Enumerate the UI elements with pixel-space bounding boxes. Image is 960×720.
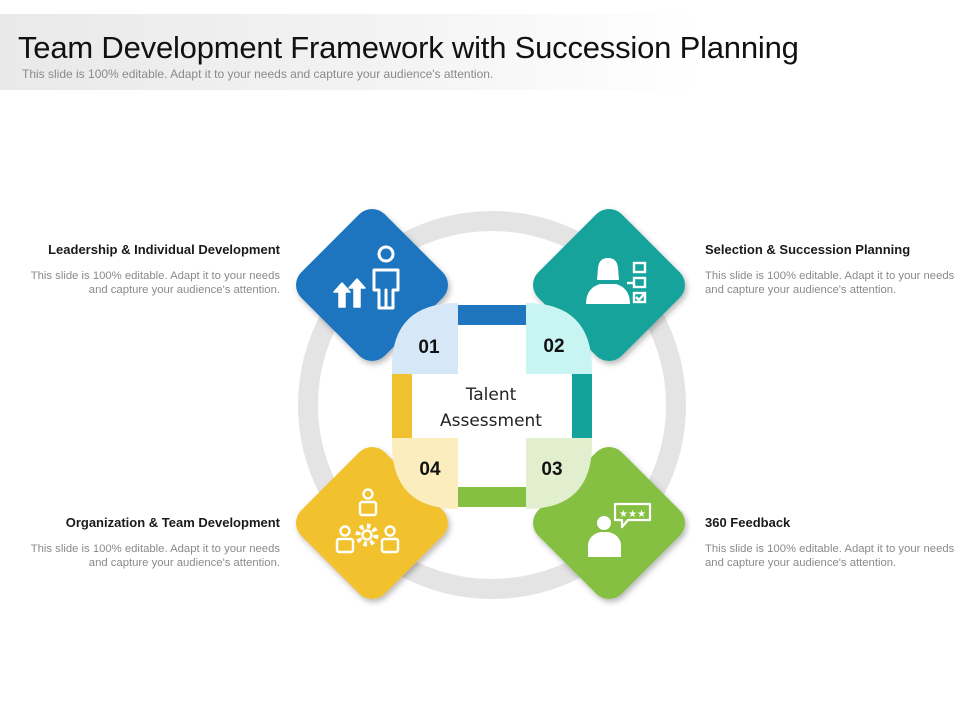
step-02-block: Selection & Succession Planning This sli… [705, 242, 955, 297]
step-02-description: This slide is 100% editable. Adapt it to… [705, 270, 955, 296]
step-02-heading: Selection & Succession Planning [705, 242, 911, 257]
background-ring [298, 211, 686, 599]
center-label-line1: Talent [465, 385, 517, 405]
connector-bottom [455, 487, 527, 507]
step-04-heading: Organization & Team Development [65, 515, 280, 530]
number-badge-04-bg [392, 438, 458, 509]
step-number-02: 02 [543, 336, 564, 357]
center-label-line2: Assessment [440, 411, 542, 431]
page-title: Team Development Framework with Successi… [18, 30, 799, 65]
candidate-checklist-icon [586, 258, 647, 304]
step-03-heading: 360 Feedback [705, 515, 791, 530]
page-subtitle: This slide is 100% editable. Adapt it to… [22, 67, 494, 81]
step-number-03: 03 [541, 459, 562, 480]
step-01-block: Leadership & Individual Development This… [30, 242, 280, 297]
connector-left [392, 370, 412, 442]
title-band [0, 14, 700, 90]
team-gear-icon [335, 488, 400, 554]
connector-right [572, 370, 592, 442]
svg-text:★★★: ★★★ [619, 509, 646, 520]
step-number-04: 04 [419, 459, 441, 480]
connector-top [455, 305, 527, 325]
step-number-01: 01 [418, 337, 440, 358]
step-03-description: This slide is 100% editable. Adapt it to… [705, 543, 955, 569]
step-03-block: 360 Feedback This slide is 100% editable… [705, 515, 955, 570]
step-01-description: This slide is 100% editable. Adapt it to… [30, 270, 280, 296]
step-04-description: This slide is 100% editable. Adapt it to… [30, 543, 280, 569]
growth-person-icon [333, 245, 400, 310]
number-badge-02-bg [526, 303, 592, 374]
step-04-block: Organization & Team Development This sli… [30, 515, 280, 570]
number-badge-01-bg [392, 303, 458, 374]
feedback-rating-icon: ★★★ [588, 502, 652, 557]
number-badge-03-bg [526, 438, 592, 509]
step-01-heading: Leadership & Individual Development [48, 242, 280, 257]
